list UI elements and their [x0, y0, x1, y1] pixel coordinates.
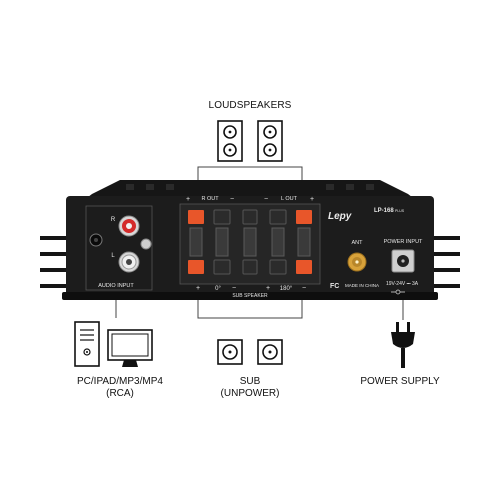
- pc-tower-icon: [74, 321, 100, 367]
- power-input-label: POWER INPUT: [384, 239, 423, 245]
- r-out-minus: −: [230, 196, 234, 203]
- heatsink-fins: [40, 236, 460, 288]
- sub-zero-degree: 0°: [215, 286, 221, 292]
- pc-source-label: PC/IPAD/MP3/MP4: [77, 376, 163, 387]
- brand-logo: Lepy: [328, 211, 352, 222]
- dc-power-jack[interactable]: [391, 249, 415, 273]
- r-out-label: R OUT: [201, 196, 219, 202]
- sub-b-minus: −: [302, 285, 306, 292]
- power-supply-label: POWER SUPPLY: [360, 376, 440, 387]
- loudspeaker-right-icon: [257, 120, 283, 162]
- sub-speaker-label: SUB SPEAKER: [232, 293, 268, 299]
- sub-180-degree: 180°: [280, 286, 293, 292]
- subwoofer-left-icon: [217, 339, 243, 365]
- audio-input-label: AUDIO INPUT: [98, 283, 134, 289]
- rca-label: (RCA): [106, 388, 134, 399]
- antenna-connector[interactable]: [347, 252, 367, 272]
- loudspeakers-label: LOUDSPEAKERS: [208, 100, 292, 111]
- sub-a-plus: +: [196, 285, 200, 292]
- sub-connector-line: [197, 300, 303, 319]
- sub-a-minus: −: [232, 285, 236, 292]
- sub-b-plus: +: [266, 285, 270, 292]
- antenna-label: ANT: [352, 240, 364, 246]
- input-l-label: L: [111, 253, 115, 259]
- unpower-label: (UNPOWER): [220, 388, 280, 399]
- loudspeaker-connector-line: [197, 166, 303, 184]
- voltage-label: 19V-24V ⎓ 3A: [386, 281, 419, 287]
- power-plug-icon: [391, 322, 415, 368]
- l-out-label: L OUT: [281, 196, 298, 202]
- speaker-terminals[interactable]: [188, 209, 312, 275]
- sub-label: SUB: [239, 376, 261, 387]
- model-label: LP-168: [374, 208, 394, 214]
- l-out-plus: +: [310, 196, 314, 203]
- input-r-label: R: [111, 217, 116, 223]
- r-out-plus: +: [186, 196, 190, 203]
- subwoofer-right-icon: [257, 339, 283, 365]
- made-in-china-label: MADE IN CHINA: [345, 283, 379, 288]
- monitor-icon: [107, 329, 153, 367]
- loudspeaker-left-icon: [217, 120, 243, 162]
- model-suffix-label: PLUS: [395, 209, 405, 213]
- fcc-mark: FC: [330, 283, 339, 290]
- rca-left-jack[interactable]: [118, 251, 140, 273]
- rca-right-jack[interactable]: [118, 215, 140, 237]
- polarity-icon: [391, 289, 405, 295]
- l-out-minus: −: [264, 196, 268, 203]
